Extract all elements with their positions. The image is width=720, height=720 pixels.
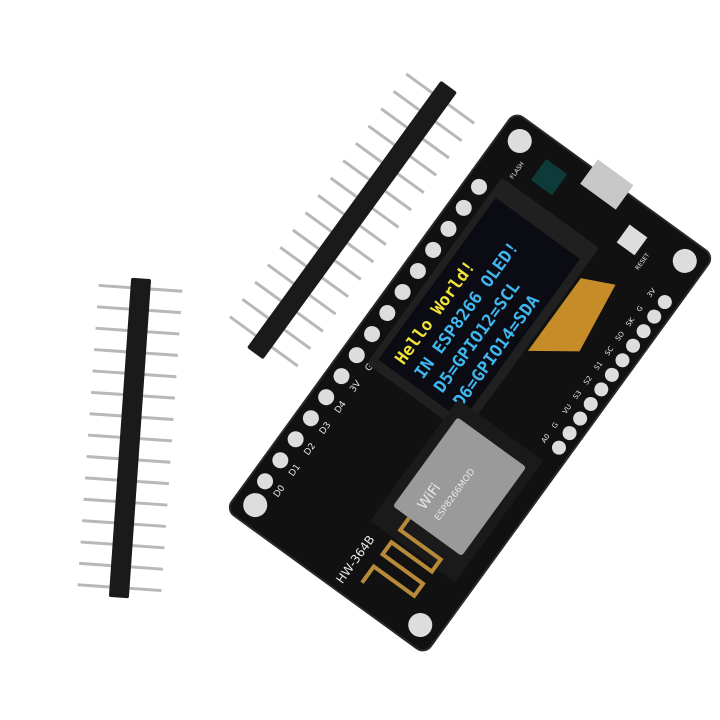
gpio-pad: [333, 368, 350, 385]
pin-label: S1: [593, 360, 605, 372]
gpio-pad: [562, 426, 577, 441]
micro-usb-port: [580, 159, 634, 210]
gpio-pad: [636, 324, 651, 339]
gpio-pad: [425, 241, 442, 258]
pin-label: S2: [582, 374, 594, 386]
mounting-holes: [243, 129, 697, 637]
gpio-pad: [257, 473, 274, 490]
pin-label: G: [550, 421, 560, 430]
pin-label: G: [635, 304, 645, 313]
pin-label: G: [364, 362, 376, 374]
gpio-pad: [583, 396, 598, 411]
flex-cable: [527, 278, 616, 352]
gpio-pad: [455, 199, 472, 216]
gpio-pad: [594, 382, 609, 397]
reset-button: [616, 224, 648, 256]
gpio-pad: [348, 347, 365, 364]
antenna-trace: [360, 516, 444, 599]
gpio-pad: [287, 431, 304, 448]
gpio-pad: [394, 284, 411, 301]
gpio-pad: [551, 440, 566, 455]
gpio-pad: [471, 178, 488, 195]
gpio-pad: [657, 295, 672, 310]
pin-header-diagonal: [228, 72, 476, 368]
gpio-pad: [318, 389, 335, 406]
pin-label: A0: [540, 432, 552, 444]
pin-label: S3: [572, 389, 584, 401]
gpio-pad: [379, 305, 396, 322]
gpio-pad: [272, 452, 289, 469]
gpio-pad: [647, 309, 662, 324]
gpio-pad: [626, 338, 641, 353]
gpio-pad: [440, 220, 457, 237]
gpio-pad: [615, 353, 630, 368]
gpio-pad: [364, 326, 381, 343]
pin-header-vertical: [77, 277, 183, 599]
gpio-pad: [302, 410, 319, 427]
flash-button: [530, 159, 568, 196]
nodemcu-board: D0D1D2D3D43VGD5D6D7D8RXTXG3V A0GVUS3S2S1…: [228, 114, 712, 652]
gpio-pad: [604, 367, 619, 382]
gpio-pad: [409, 262, 426, 279]
gpio-pad: [573, 411, 588, 426]
